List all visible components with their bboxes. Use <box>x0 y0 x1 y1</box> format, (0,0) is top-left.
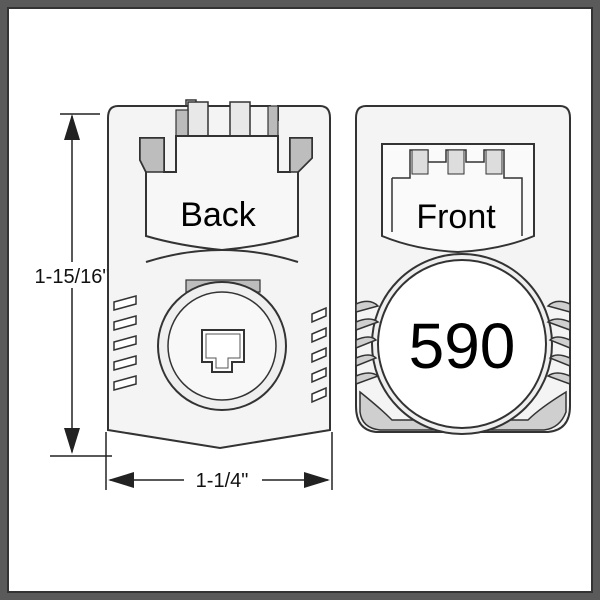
arrow-up-icon <box>64 114 80 140</box>
back-label: Back <box>180 196 257 234</box>
width-label: 1-1/4" <box>196 470 249 492</box>
back-pocket <box>139 135 313 252</box>
front-right-ribs <box>546 300 571 386</box>
arrow-right-icon <box>304 472 330 488</box>
tag-number: 590 <box>409 310 516 382</box>
front-left-ribs <box>355 300 380 386</box>
height-label: 1-15/16" <box>35 266 110 288</box>
key-slot <box>201 329 245 373</box>
back-tag: Back <box>107 99 331 450</box>
arrow-down-icon <box>64 428 80 454</box>
back-tooth-2 <box>229 101 251 137</box>
back-right-ribs <box>311 306 327 404</box>
back-left-ribs <box>113 295 137 391</box>
height-label-bg <box>30 262 114 288</box>
diagram-panel: 1-15/16" 1-1/4" <box>7 7 593 593</box>
number-disk <box>377 259 547 429</box>
arrow-left-icon <box>108 472 134 488</box>
front-tag: Front 590 <box>355 105 571 435</box>
front-label: Front <box>416 198 496 236</box>
back-tooth-1 <box>187 101 209 137</box>
